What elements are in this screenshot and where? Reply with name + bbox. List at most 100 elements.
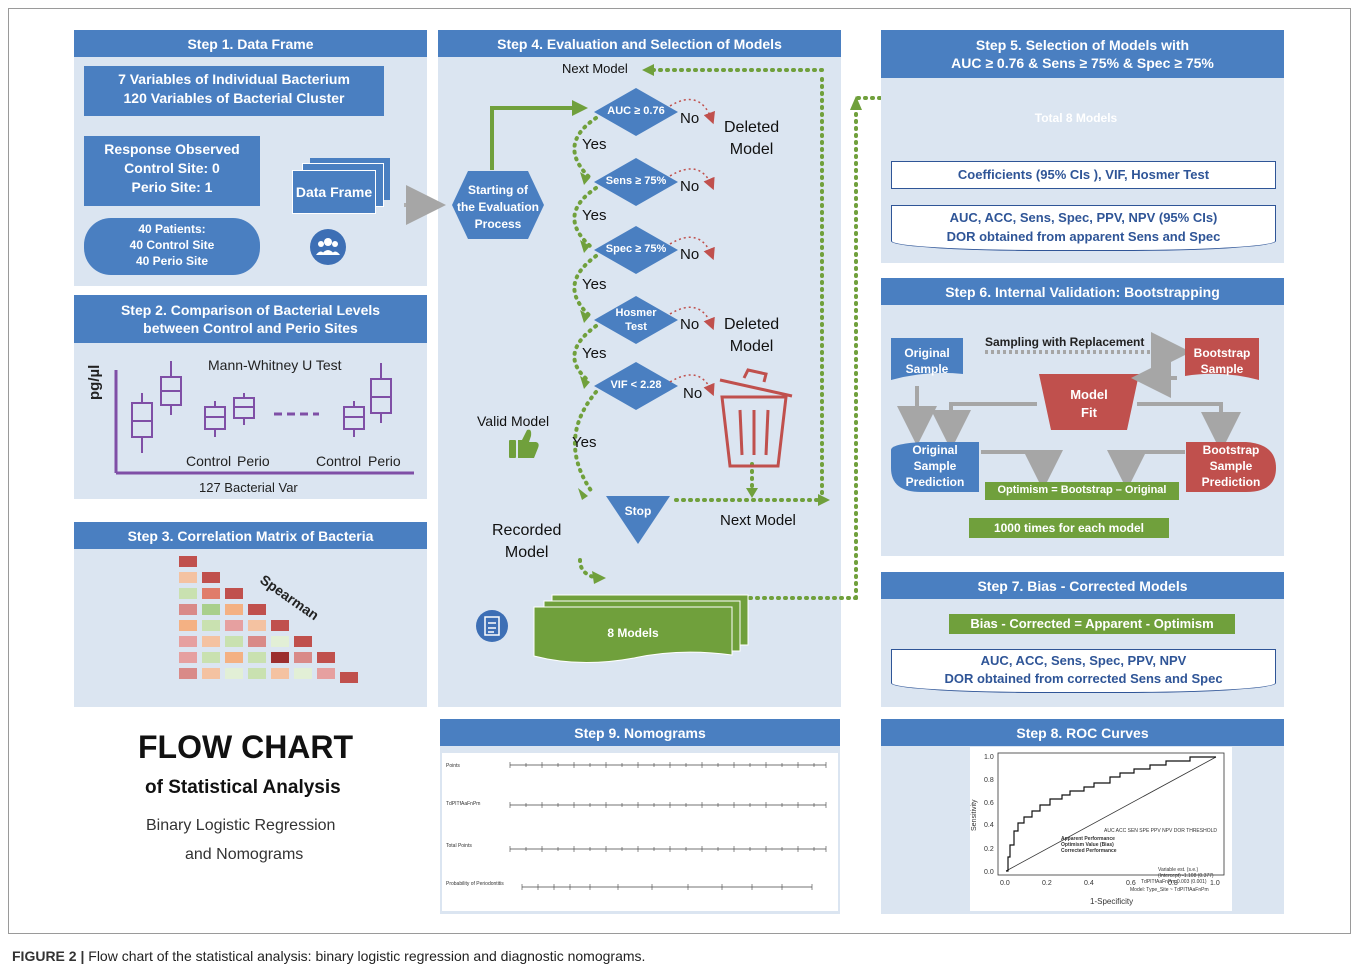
bootstrap-prediction-label: Bootstrap Sample Prediction: [1186, 442, 1276, 490]
step9-title-text: Step 9. Nomograms: [574, 724, 706, 741]
no-label-3: No: [680, 246, 700, 263]
control-label-2: Control: [316, 453, 362, 469]
bp-line2: Sample: [1209, 459, 1253, 473]
response-line2: Control Site: 0: [124, 160, 220, 176]
metrics-box: AUC, ACC, Sens, Spec, PPV, NPV (95% CIs)…: [891, 205, 1276, 251]
deleted1-line1: Deleted: [724, 119, 780, 136]
deleted-model-label-2: Deleted Model: [724, 314, 779, 358]
start-hexagon: [452, 171, 544, 239]
step1-panel: Step 1. Data Frame 7 Variables of Indivi…: [74, 30, 427, 286]
svg-text:1.0: 1.0: [1210, 880, 1220, 887]
yes-label-5: Yes: [572, 434, 597, 451]
svg-text:0.0: 0.0: [984, 869, 994, 876]
sens-diamond: [594, 158, 678, 206]
recorded-model-label: Recorded Model: [492, 520, 561, 564]
patients-group-icon: [310, 229, 346, 265]
svg-text:0.4: 0.4: [984, 822, 994, 829]
patients-line2: 40 Control Site: [129, 238, 215, 252]
patients-box: 40 Patients: 40 Control Site 40 Perio Si…: [84, 218, 260, 275]
hosmer-line2: Test: [625, 321, 647, 333]
no-label-4: No: [680, 316, 700, 333]
step6-title: Step 6. Internal Validation: Bootstrappi…: [881, 278, 1284, 305]
auc-criterion: AUC ≥ 0.76: [607, 105, 665, 117]
op-line3: Prediction: [905, 475, 965, 489]
bias-formula: Bias - Corrected = Apparent - Optimism: [949, 614, 1235, 634]
spec-criterion: Spec ≥ 75%: [605, 243, 667, 255]
response-line1: Response Observed: [104, 141, 240, 157]
x-axis-label: 127 Bacterial Var: [199, 480, 298, 495]
svg-text:0.6: 0.6: [1126, 880, 1136, 887]
flow-chart-desc2: and Nomograms: [185, 846, 304, 863]
step9-title: Step 9. Nomograms: [440, 719, 840, 746]
recorded-line1: Recorded: [492, 522, 562, 539]
bootstrap-graphic: [891, 332, 1276, 538]
figure-caption: FIGURE 2 | Flow chart of the statistical…: [12, 948, 645, 964]
perio-label-2: Perio: [368, 453, 401, 469]
data-frame-box: Data Frame: [292, 170, 376, 214]
roc-row3: Corrected Performance: [1061, 848, 1117, 854]
step1-title-text: Step 1. Data Frame: [187, 35, 314, 52]
optimism-label: Optimism = Bootstrap – Original: [997, 484, 1167, 496]
flow-chart-title: FLOW CHART: [138, 729, 354, 765]
response-line3: Perio Site: 1: [131, 179, 213, 195]
step6-title-text: Step 6. Internal Validation: Bootstrappi…: [945, 283, 1220, 300]
roc-coef-header: Variable est. (s.e.): [1158, 867, 1199, 873]
step2-panel: Step 2. Comparison of Bacterial Levels b…: [74, 295, 427, 499]
valid-model-label: Valid Model: [477, 413, 550, 429]
coefficients-box: Coefficients (95% CIs ), VIF, Hosmer Tes…: [891, 161, 1276, 189]
response-box: Response Observed Control Site: 0 Perio …: [84, 136, 260, 206]
metrics-line1: AUC, ACC, Sens, Spec, PPV, NPV (95% CIs): [949, 210, 1218, 225]
step1-title: Step 1. Data Frame: [74, 30, 427, 57]
roc-coef1: (Intercept) -1.108 (0.377): [1158, 873, 1214, 879]
deleted2-line2: Model: [729, 338, 774, 355]
step5-panel: Step 5. Selection of Models with AUC ≥ 0…: [881, 30, 1284, 263]
roc-ylabel: Sensitivity: [971, 799, 978, 831]
vif-diamond: [594, 362, 678, 410]
step2-title: Step 2. Comparison of Bacterial Levels b…: [74, 295, 427, 343]
clipboard-icon: [476, 610, 508, 642]
stop-triangle: [606, 496, 670, 544]
model-fit-label: Model Fit: [1051, 386, 1127, 422]
step8-title: Step 8. ROC Curves: [881, 719, 1284, 746]
step5-title: Step 5. Selection of Models with AUC ≥ 0…: [881, 30, 1284, 78]
models-label: 8 Models: [607, 626, 659, 640]
yes-label-3: Yes: [582, 276, 607, 293]
svg-text:0.4: 0.4: [1084, 880, 1094, 887]
bp-line3: Prediction: [1201, 475, 1261, 489]
hosmer-line1: Hosmer: [615, 307, 657, 319]
caption-label: FIGURE 2 |: [12, 948, 85, 964]
auc-diamond: [594, 88, 678, 136]
bootstrap-sample-label: Bootstrap Sample: [1185, 345, 1259, 377]
no-label-5: No: [683, 385, 703, 402]
step8-title-text: Step 8. ROC Curves: [1016, 724, 1149, 741]
flow-chart-desc1: Binary Logistic Regression: [146, 817, 336, 834]
nomogram-svg: [509, 762, 827, 890]
bp-line1: Bootstrap: [1202, 443, 1260, 457]
original-sample-label: Original Sample: [891, 345, 963, 377]
step7-title-text: Step 7. Bias - Corrected Models: [977, 577, 1188, 594]
svg-text:0.8: 0.8: [984, 777, 994, 784]
roc-row1: Apparent Performance: [1061, 836, 1115, 842]
data-frame-label: Data Frame: [295, 184, 373, 200]
figure-frame: [8, 8, 1351, 934]
thumbs-up-icon: [509, 429, 539, 458]
trash-icon: [719, 368, 793, 468]
yes-label-1: Yes: [582, 136, 607, 153]
total-models-label: Total 8 Models: [1034, 111, 1118, 125]
caption-text: Flow chart of the statistical analysis: …: [84, 948, 646, 964]
start-line2: the Evaluation: [456, 200, 539, 214]
step3-title: Step 3. Correlation Matrix of Bacteria: [74, 522, 427, 549]
patients-line3: 40 Perio Site: [135, 254, 209, 268]
roc-coef2: TdPITfAaFnPm 0.003 (0.001): [1141, 879, 1207, 885]
svg-text:0.6: 0.6: [984, 800, 994, 807]
step4-title: Step 4. Evaluation and Selection of Mode…: [438, 30, 841, 57]
boxplot-graphic: [114, 361, 414, 475]
corrected-metrics-box: AUC, ACC, Sens, Spec, PPV, NPV DOR obtai…: [891, 649, 1276, 693]
patients-group-icon-svg: [316, 238, 340, 255]
metrics-line2: DOR obtained from apparent Sens and Spec: [946, 229, 1221, 244]
svg-text:1.0: 1.0: [984, 754, 994, 761]
next-model-top-label: Next Model: [562, 61, 628, 76]
control-label-1: Control: [186, 453, 232, 469]
roc-model: Model: Type_Site ~ TdPITfAaFnPm: [1130, 887, 1209, 893]
